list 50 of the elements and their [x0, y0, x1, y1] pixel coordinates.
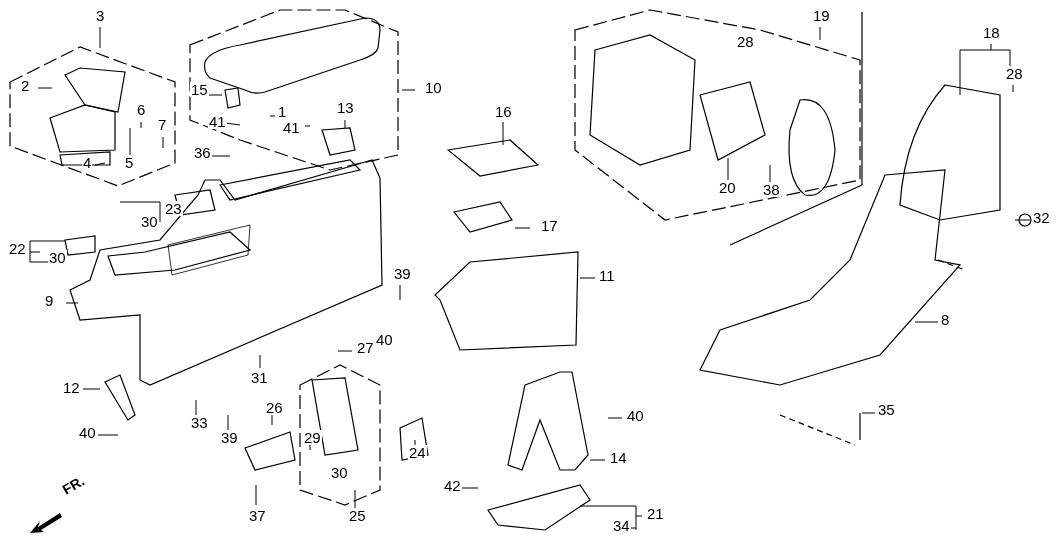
- callout-number: 23: [164, 201, 183, 216]
- callout-number: 27: [356, 340, 375, 355]
- callout-number: 30: [140, 214, 159, 229]
- callout-number: 31: [250, 370, 269, 385]
- callout-number: 9: [44, 293, 55, 308]
- callout-number: 19: [812, 8, 831, 23]
- callout-number: 22: [8, 241, 27, 256]
- callout-number: 30: [48, 250, 67, 265]
- callout-number: 11: [598, 268, 616, 283]
- callout-number: 16: [494, 104, 513, 119]
- callout-number: 40: [78, 425, 97, 440]
- direction-label: FR.: [60, 473, 87, 497]
- callout-number: 39: [220, 430, 239, 445]
- callout-number: 5: [124, 155, 135, 170]
- callout-number: 37: [248, 508, 267, 523]
- callout-number: 35: [877, 402, 896, 417]
- callout-number: 26: [265, 400, 284, 415]
- callout-number: 38: [762, 182, 781, 197]
- callout-number: 33: [190, 415, 209, 430]
- callout-number: 30: [330, 465, 349, 480]
- callout-number: 28: [736, 34, 755, 49]
- callout-number: 17: [540, 218, 559, 233]
- callout-number: 42: [443, 478, 462, 493]
- callout-number: 13: [336, 100, 355, 115]
- callout-number: 12: [62, 380, 81, 395]
- callout-number: 3: [95, 8, 106, 23]
- callout-number: 39: [393, 266, 412, 281]
- callout-number: 36: [193, 145, 212, 160]
- callout-number: 24: [408, 445, 427, 460]
- callout-number: 32: [1032, 210, 1051, 225]
- callout-number: 21: [646, 506, 665, 521]
- callout-number: 41: [282, 120, 301, 135]
- callout-number: 34: [612, 518, 631, 533]
- callout-number: 41: [208, 114, 227, 129]
- callout-number: 28: [1005, 66, 1024, 81]
- callout-number: 4: [82, 155, 93, 170]
- callout-number: 40: [375, 332, 394, 347]
- callout-number: 29: [303, 430, 322, 445]
- callout-number: 6: [136, 102, 147, 117]
- callout-number: 14: [609, 450, 628, 465]
- callout-number: 1: [277, 104, 288, 119]
- callout-number: 25: [348, 508, 367, 523]
- callout-number: 20: [718, 180, 737, 195]
- callout-number: 15: [190, 82, 209, 97]
- callout-number: 2: [20, 78, 31, 93]
- callout-number: 8: [940, 312, 951, 327]
- callout-number: 18: [982, 25, 1001, 40]
- callout-number: 7: [157, 117, 168, 132]
- callout-number: 40: [626, 408, 645, 423]
- callout-number: 10: [424, 80, 443, 95]
